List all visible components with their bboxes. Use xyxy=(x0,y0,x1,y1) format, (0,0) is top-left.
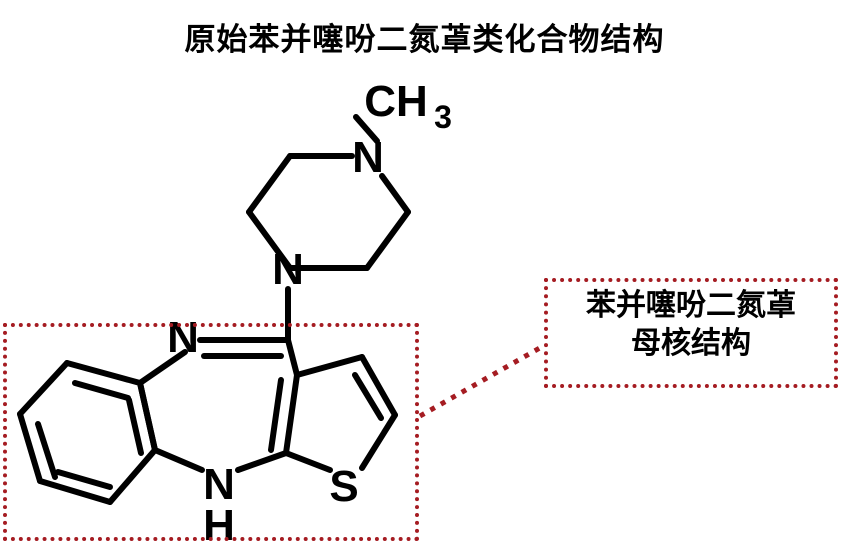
atom-label-diazepine-n-imine: N xyxy=(167,313,199,362)
connector-dotted-line xyxy=(418,342,547,419)
bond-n5-c4a xyxy=(235,450,289,473)
bonds-group xyxy=(17,114,411,505)
annotation-label-line2: 母核结构 xyxy=(631,327,751,360)
bond-benz-1 xyxy=(64,360,143,386)
bond-thio-2 xyxy=(359,354,398,418)
bond-thio-double xyxy=(352,372,384,421)
atom-label-thiophene-s: S xyxy=(329,462,358,511)
bond-benz-aromatic-4 xyxy=(55,469,113,490)
highlight-box-core-structure xyxy=(3,323,419,541)
bond-methyl-n xyxy=(353,114,380,144)
annotation-label-line1: 苯并噻吩二氮䓬 xyxy=(586,289,796,322)
bond-benz-aromatic-3 xyxy=(126,397,144,456)
bond-c3a-c4 xyxy=(285,337,300,378)
bond-c4a-c3a xyxy=(283,372,300,456)
bond-benz-5 xyxy=(107,447,158,505)
bond-pip-c2-c3 xyxy=(246,153,293,215)
bond-thio-4 xyxy=(283,450,333,473)
bond-c5a-n5 xyxy=(152,447,205,473)
bond-pip-c6-c7 xyxy=(364,209,411,271)
bond-benz-3 xyxy=(17,411,43,484)
annotation-label-box: 苯并噻吩二氮䓬 母核结构 xyxy=(544,278,838,388)
bond-benz-6 xyxy=(137,380,158,453)
bond-thio-1 xyxy=(294,354,365,378)
bond-benz-aromatic-2 xyxy=(35,421,58,480)
bond-n1-c9a xyxy=(137,349,188,386)
bond-pip-c3-c4 xyxy=(246,209,293,271)
bond-benz-aromatic-1 xyxy=(72,380,131,401)
bond-benz-4 xyxy=(37,478,113,505)
atom-label-methyl-subscript: 3 xyxy=(434,99,452,135)
atom-label-methyl: CH xyxy=(364,77,428,126)
atom-labels-group: CH 3 N N N N H S xyxy=(167,77,452,547)
bond-thio-3 xyxy=(359,412,398,471)
page-title: 原始苯并噻吩二氮䓬类化合物结构 xyxy=(184,22,665,57)
atom-label-diazepine-nh-n: N xyxy=(203,460,235,509)
bond-pip-c7-n1 xyxy=(379,173,411,215)
atom-label-piperazine-n-top: N xyxy=(352,133,384,182)
annotation-connector xyxy=(418,342,547,419)
bond-benz-2 xyxy=(17,360,70,417)
bond-c3a-c4a-double xyxy=(268,377,284,453)
atom-label-piperazine-n-bottom: N xyxy=(272,245,304,294)
